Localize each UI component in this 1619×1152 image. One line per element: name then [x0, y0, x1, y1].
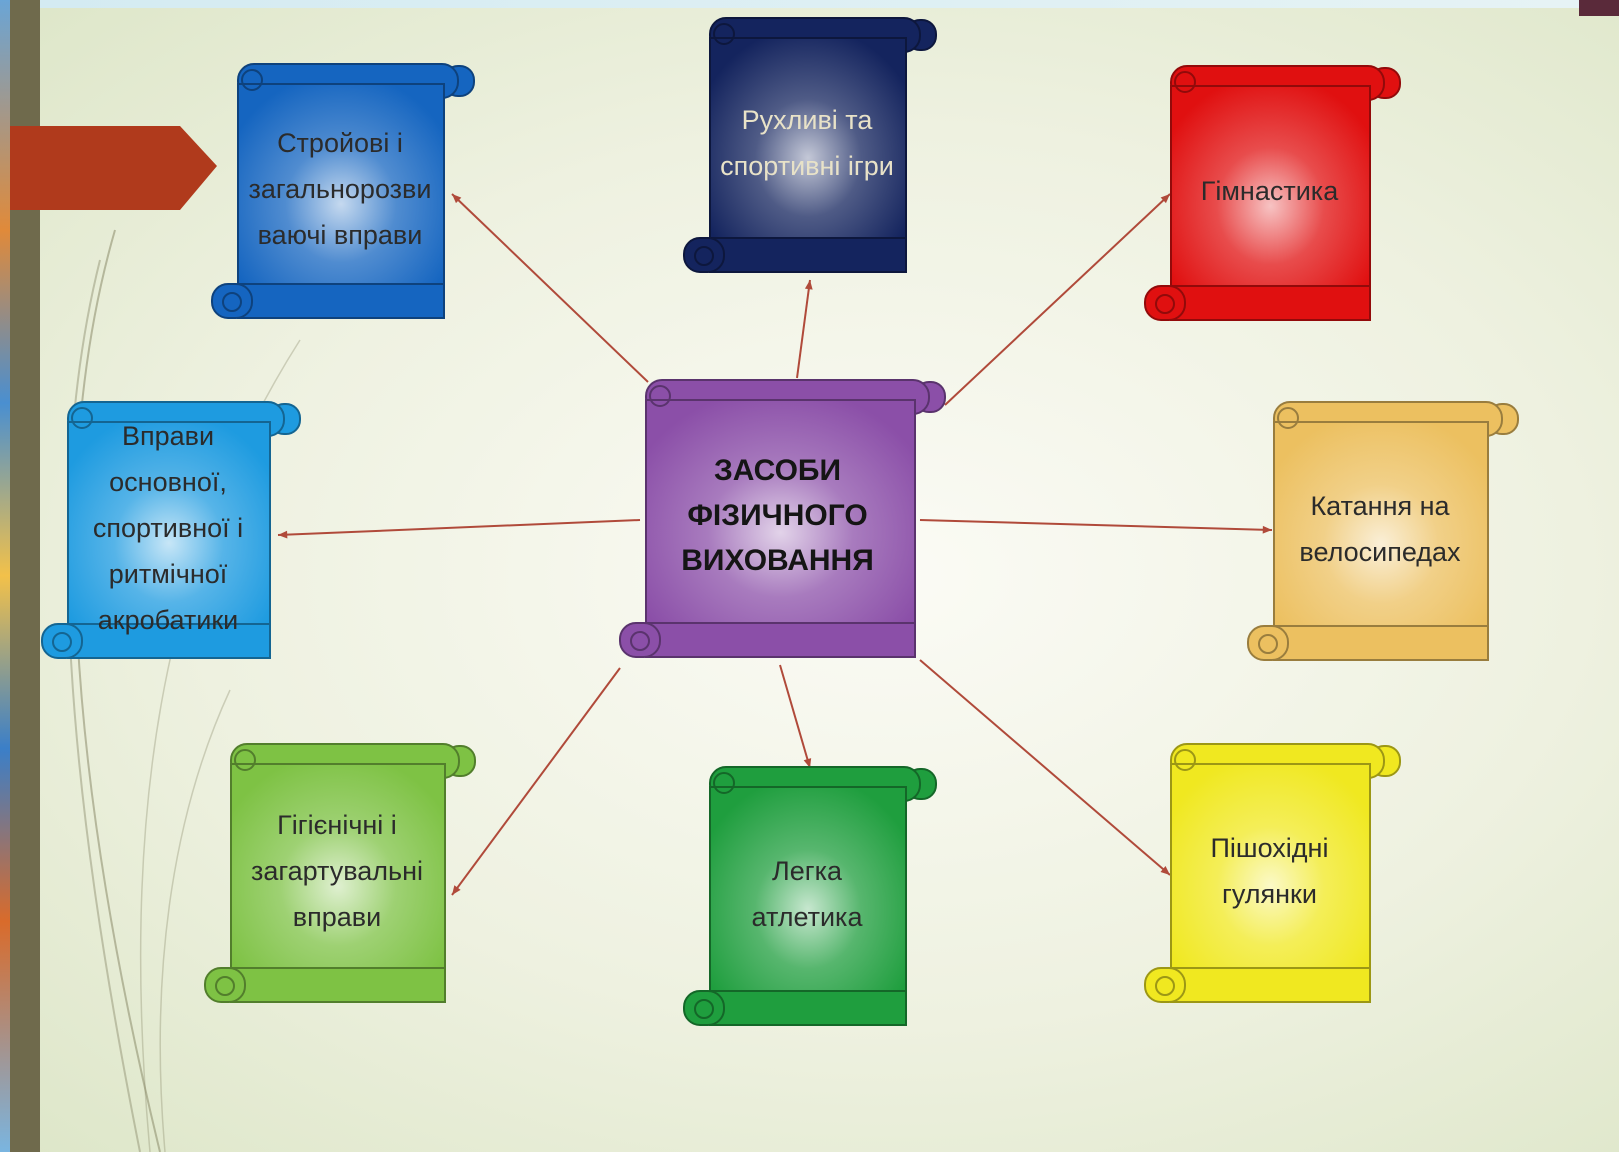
node-label-stroiovi: Стройові і загальнорозви ваючі вправи	[248, 128, 432, 250]
connector-legka	[779, 664, 811, 769]
connector-katannia	[919, 519, 1273, 531]
decorative-arrow-icon	[10, 126, 217, 210]
node-label-gimnastyka: Гімнастика	[1200, 176, 1339, 206]
node-label-legka: Легка атлетика	[751, 856, 863, 932]
connector-vpravy	[277, 519, 641, 536]
node-label-katannia: Катання на велосипедах	[1299, 491, 1461, 567]
arrowhead-icon	[452, 885, 461, 895]
arrowhead-icon	[1160, 866, 1170, 875]
center-node-label: ЗАСОБИ ФІЗИЧНОГО ВИХОВАННЯ	[681, 454, 874, 577]
node-scroll-rukhlyvi	[683, 16, 937, 278]
arrowhead-icon	[452, 194, 462, 204]
node-scroll-gigienichni	[204, 742, 476, 1008]
node-label-pishokhidni: Пішохідні гулянки	[1210, 833, 1329, 909]
node-scroll-gimnastyka	[1144, 64, 1401, 326]
node-scroll-pishokhidni	[1144, 742, 1401, 1008]
node-scroll-katannia	[1247, 400, 1519, 666]
arrowhead-icon	[278, 530, 288, 539]
node-label-gigienichni: Гігієнічні і загартувальні вправи	[250, 810, 424, 932]
arrowhead-icon	[1262, 525, 1272, 534]
connector-pishokhidni	[919, 659, 1171, 876]
connector-gimnastyka	[944, 193, 1171, 406]
node-label-rukhlyvi: Рухливі та спортивні ігри	[720, 105, 894, 181]
node-scroll-stroiovi	[211, 62, 475, 324]
top-band	[40, 0, 1580, 8]
node-scroll-legka	[683, 765, 937, 1031]
connector-rukhlyvi	[796, 279, 811, 379]
connector-stroiovi	[451, 193, 649, 383]
node-label-vpravy: Вправи основної, спортивної і ритмічної …	[92, 421, 244, 635]
node-scroll-vpravy	[41, 400, 301, 664]
arrowhead-icon	[804, 280, 813, 290]
decorative-strip	[0, 0, 10, 1152]
connector-gigienichni	[451, 667, 621, 896]
top-corner-decor	[1579, 0, 1619, 16]
arrowhead-icon	[803, 758, 812, 768]
center-node-scroll	[619, 378, 946, 663]
arrowhead-icon	[1160, 194, 1170, 204]
